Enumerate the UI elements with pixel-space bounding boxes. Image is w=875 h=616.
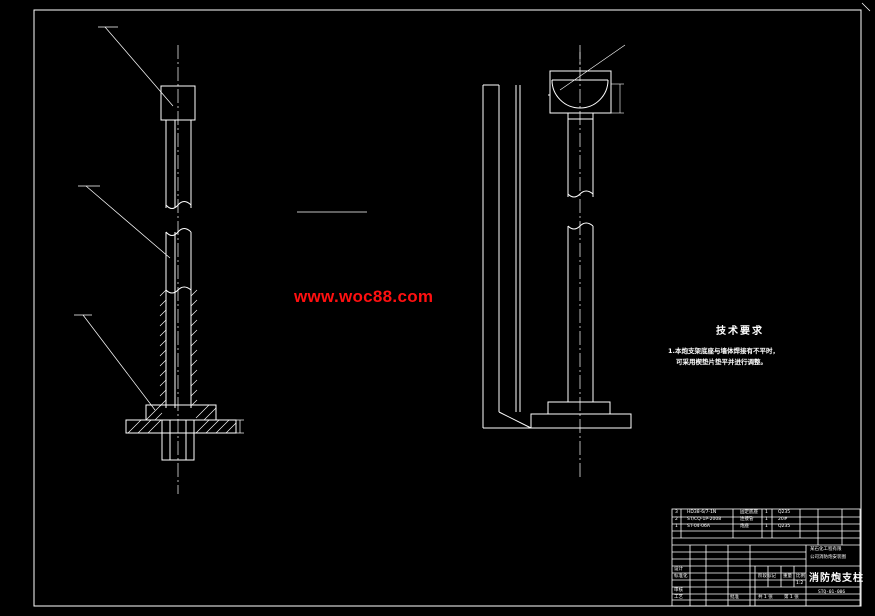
technical-requirement-line-1: 1.本炮支架底座与墙体焊接有不平时，	[668, 347, 779, 355]
part-no: 1	[675, 524, 678, 529]
right-dimensions	[559, 44, 626, 114]
corner-mark	[861, 2, 871, 12]
leader-lines	[74, 26, 367, 434]
part-qty: 1	[765, 517, 768, 522]
part-name: 连接管	[740, 517, 754, 522]
scale-value: 1:2	[796, 581, 804, 586]
label-review: 审核	[674, 588, 683, 593]
label-standard: 标准化	[674, 574, 688, 579]
company-line-1: 某石化工程有限	[810, 547, 842, 552]
label-scale: 比例	[796, 574, 805, 579]
right-elevation-view	[482, 45, 632, 478]
company-line-2: 公司消防炮安装图	[810, 555, 846, 560]
sheet-count: 共 1 张	[758, 595, 773, 600]
part-code: ST-04-06A	[687, 524, 710, 529]
drawing-number: STQ-01-006	[818, 590, 846, 595]
drawing-title: 消防炮支柱	[809, 573, 864, 584]
part-name: 固定底座	[740, 510, 758, 515]
part-qty: 1	[765, 510, 768, 515]
left-section-view	[125, 45, 237, 494]
technical-requirement-line-2: 可采用楔垫片垫平并进行调整。	[676, 358, 767, 366]
label-weight: 重量	[783, 574, 792, 579]
part-no: 2	[675, 517, 678, 522]
part-code: ST/CQ-1P-2008	[687, 517, 722, 522]
watermark-text: www.woc88.com	[294, 287, 434, 306]
label-approve: 批准	[730, 595, 739, 600]
label-process: 工艺	[674, 595, 683, 600]
label-designer: 设计	[674, 567, 683, 572]
section-hatching	[127, 289, 237, 434]
part-code: HD38-6/7-1N	[687, 510, 717, 515]
drawing-border	[33, 9, 862, 607]
part-name: 炮座	[740, 524, 749, 529]
title-block-lines	[671, 508, 861, 607]
part-material: Q235	[778, 524, 791, 529]
part-qty: 1	[765, 524, 768, 529]
sheet-number: 第 1 张	[784, 595, 799, 600]
label-stage: 阶段标记	[758, 574, 776, 579]
technical-requirements-title: 技术要求	[716, 326, 764, 337]
part-no: 3	[675, 510, 678, 515]
part-material: Q235	[778, 510, 791, 515]
part-material: 20#	[778, 517, 788, 522]
